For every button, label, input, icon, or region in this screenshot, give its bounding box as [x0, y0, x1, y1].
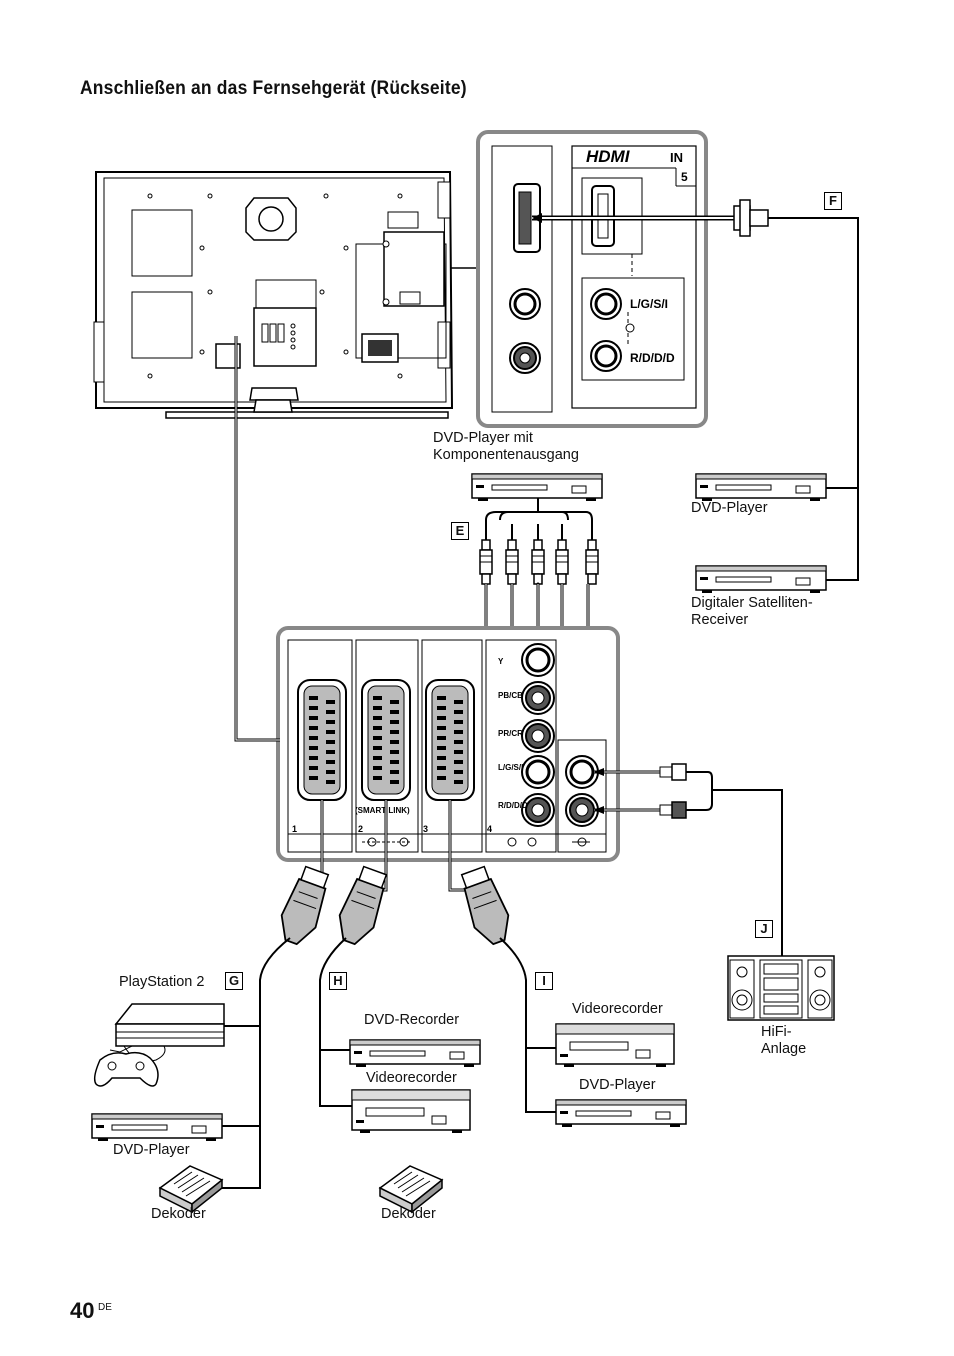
- tag-j: J: [755, 920, 773, 938]
- tag-f: F: [824, 192, 842, 210]
- comp-y-label: Y: [498, 657, 504, 666]
- tag-h: H: [329, 972, 347, 990]
- dvd-player-g-label: DVD-Player: [113, 1142, 190, 1158]
- dvd-component-label: DVD-Player mit Komponentenausgang: [433, 430, 579, 463]
- dekoder-h-label: Dekoder: [381, 1206, 436, 1222]
- playstation-label: PlayStation 2: [119, 974, 205, 990]
- hdmi-logo: HDMI: [586, 147, 631, 166]
- tag-e: E: [451, 522, 469, 540]
- dvd-player-i-device: [555, 1099, 687, 1128]
- smartlink-label: (SMART LINK): [355, 806, 410, 815]
- dvd-player-f-device: [695, 473, 827, 502]
- hdmi-panel: HDMI IN 5 L/G/S/I R/D/D/D: [476, 130, 708, 428]
- hdmi-in-number: 5: [681, 170, 688, 184]
- comp-pr-label: PR/CR: [498, 729, 523, 738]
- hdmi-audio-r-label: R/D/D/D: [630, 351, 675, 365]
- av-4-number: 4: [487, 824, 492, 834]
- hdmi-in-label: IN: [670, 150, 683, 165]
- sat-receiver-label: Digitaler Satelliten- Receiver: [691, 595, 813, 628]
- dekoder-g-label: Dekoder: [151, 1206, 206, 1222]
- videorecorder-h-device: [351, 1089, 471, 1134]
- videorecorder-i-device: [555, 1023, 675, 1068]
- hifi-label: HiFi- Anlage: [761, 1024, 807, 1057]
- page-number: 40: [70, 1298, 95, 1323]
- dvd-recorder-label: DVD-Recorder: [364, 1012, 460, 1028]
- hifi-cables: [594, 763, 783, 956]
- scart-2-number: 2: [358, 824, 363, 834]
- dvd-player-f-label: DVD-Player: [691, 500, 768, 516]
- tv-back: [93, 171, 480, 419]
- comp-r-label: R/D/D/D: [498, 801, 528, 810]
- videorecorder-i-label: Videorecorder: [572, 1001, 663, 1017]
- tag-i: I: [535, 972, 553, 990]
- sat-receiver-device: [695, 565, 827, 594]
- dvd-player-i-label: DVD-Player: [579, 1077, 656, 1093]
- dvd-component-player: [471, 473, 603, 502]
- hifi-device: [727, 955, 835, 1021]
- component-cables: [485, 498, 593, 540]
- scart-3-number: 3: [423, 824, 428, 834]
- comp-l-label: L/G/S/I: [498, 763, 523, 772]
- videorecorder-h-label: Videorecorder: [366, 1070, 457, 1086]
- scart-1-number: 1: [292, 824, 297, 834]
- tag-g: G: [225, 972, 243, 990]
- hdmi-audio-l-label: L/G/S/I: [630, 297, 668, 311]
- playstation-device: [93, 1003, 225, 1087]
- hdmi-cable: [532, 199, 859, 581]
- dvd-recorder-device: [349, 1039, 481, 1068]
- comp-pb-label: PB/CB: [498, 691, 523, 700]
- page-language: DE: [98, 1302, 112, 1313]
- dvd-player-g-device: [91, 1113, 223, 1142]
- page-title: Anschließen an das Fernsehgerät (Rücksei…: [80, 78, 467, 99]
